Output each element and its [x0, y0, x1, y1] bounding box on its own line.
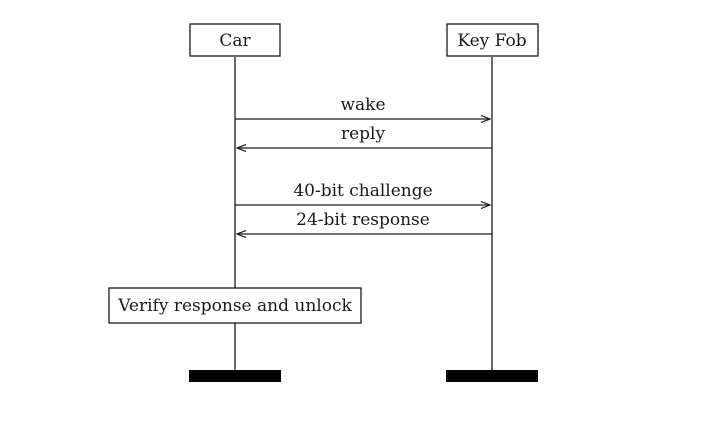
- participant-keyfob-box: [446, 23, 539, 57]
- note-verify-box: [108, 287, 362, 324]
- message-challenge: 40-bit challenge: [235, 181, 490, 205]
- message-wake: wake: [235, 95, 490, 119]
- participant-car: Car: [189, 23, 281, 57]
- message-response: 24-bit response: [237, 210, 492, 234]
- message-challenge-label: 40-bit challenge: [293, 181, 432, 201]
- message-reply: reply: [237, 124, 492, 148]
- lifeline-end-keyfob: [446, 370, 538, 382]
- message-response-label: 24-bit response: [296, 210, 430, 230]
- participant-keyfob-label: Key Fob: [457, 31, 526, 51]
- lifeline-end-car: [189, 370, 281, 382]
- participant-car-box: [189, 23, 281, 57]
- note-verify: Verify response and unlock: [108, 287, 362, 324]
- participant-keyfob: Key Fob: [446, 23, 539, 57]
- message-wake-label: wake: [340, 95, 385, 115]
- message-reply-label: reply: [341, 124, 386, 144]
- note-verify-label: Verify response and unlock: [117, 296, 352, 316]
- participant-car-label: Car: [219, 31, 251, 51]
